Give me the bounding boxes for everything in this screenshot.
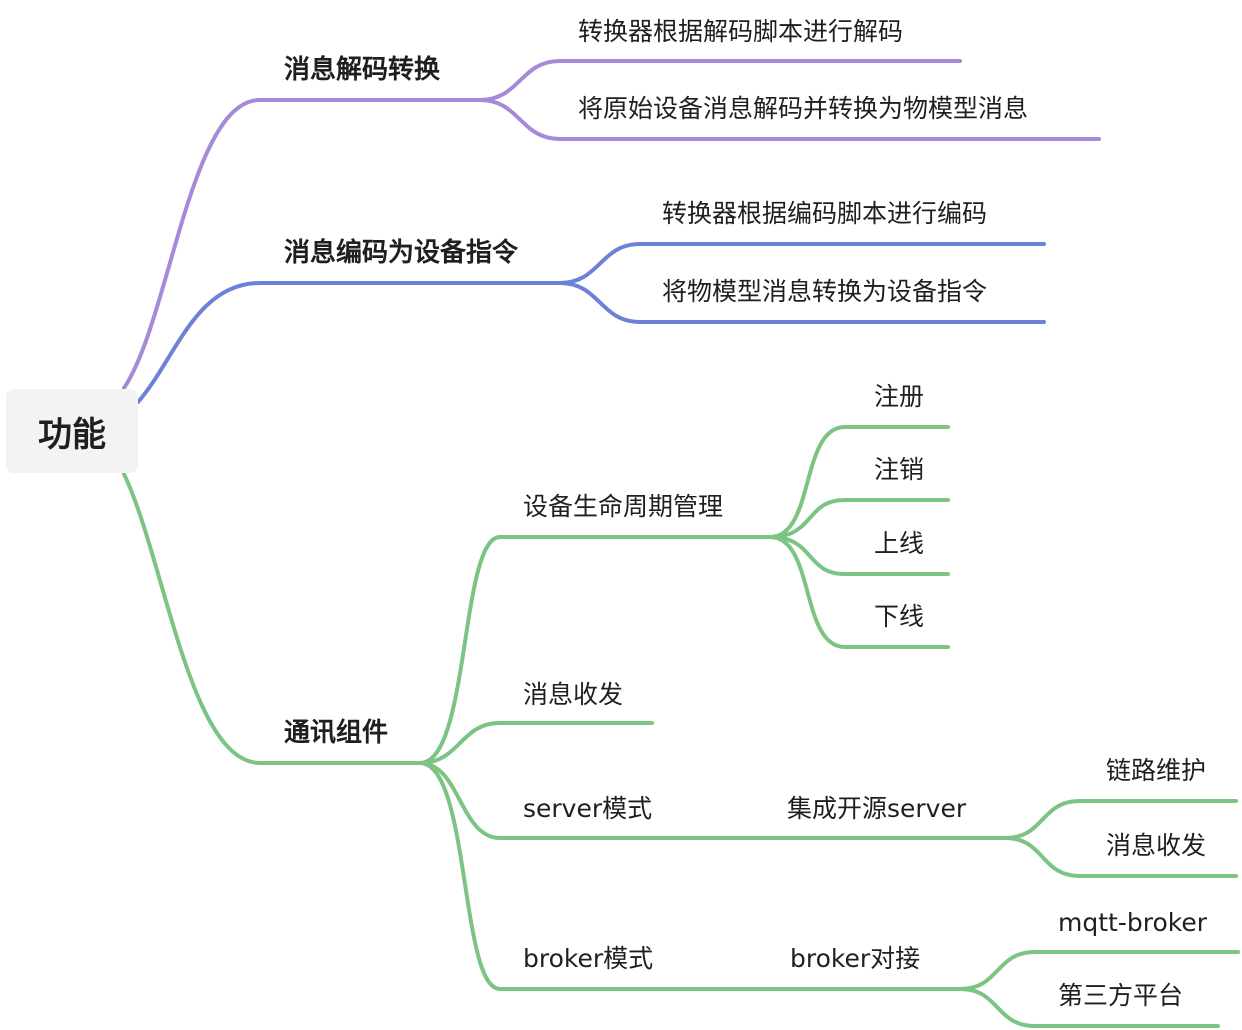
- subtopic-lifecycle-management[interactable]: 设备生命周期管理: [523, 492, 724, 521]
- link-lifecycle-4: [768, 535, 950, 649]
- link-root-encode: [136, 281, 262, 404]
- link-encode-child-1: [558, 242, 1046, 285]
- leaf-third-party-platform[interactable]: 第三方平台: [1058, 981, 1184, 1010]
- subtopic-broker-mode[interactable]: broker模式: [523, 944, 654, 973]
- link-comm-messaging: [418, 721, 654, 765]
- subtopic-server-mode[interactable]: server模式: [523, 794, 653, 823]
- link-broker-2: [958, 987, 1220, 1028]
- leaf-deregister[interactable]: 注销: [874, 455, 925, 484]
- leaf-online[interactable]: 上线: [874, 529, 925, 558]
- subtopic-model-to-command[interactable]: 将物模型消息转换为设备指令: [662, 277, 988, 306]
- subtopic-decode-by-script[interactable]: 转换器根据解码脚本进行解码: [578, 17, 904, 46]
- link-broker-1: [958, 950, 1240, 991]
- link-comm-server: [418, 761, 1007, 840]
- leaf-link-maintenance[interactable]: 链路维护: [1106, 756, 1207, 785]
- subtopic-decode-to-model[interactable]: 将原始设备消息解码并转换为物模型消息: [578, 94, 1029, 123]
- root-label: 功能: [38, 414, 106, 455]
- link-encode-child-2: [558, 281, 1046, 324]
- link-lifecycle-2: [768, 498, 950, 539]
- node-broker-docking[interactable]: broker对接: [790, 944, 921, 973]
- link-server-1: [1003, 799, 1238, 840]
- link-root-decode: [122, 98, 262, 390]
- node-integrate-open-source-server[interactable]: 集成开源server: [787, 794, 967, 823]
- link-decode-child-1: [478, 59, 962, 102]
- link-comm-broker: [418, 761, 962, 991]
- topic-communication-component[interactable]: 通讯组件: [284, 718, 389, 748]
- root-node[interactable]: 功能: [6, 389, 138, 473]
- link-decode-child-2: [478, 98, 1101, 141]
- subtopic-messaging[interactable]: 消息收发: [523, 680, 624, 709]
- link-lifecycle-3: [768, 535, 950, 576]
- topic-message-encode[interactable]: 消息编码为设备指令: [284, 238, 519, 268]
- topic-message-decode[interactable]: 消息解码转换: [284, 55, 441, 85]
- link-comm-lifecycle: [418, 535, 772, 765]
- leaf-offline[interactable]: 下线: [874, 602, 925, 631]
- link-root-comm: [122, 472, 262, 765]
- link-server-2: [1003, 836, 1238, 878]
- leaf-register[interactable]: 注册: [874, 382, 925, 411]
- leaf-mqtt-broker[interactable]: mqtt-broker: [1058, 908, 1207, 937]
- subtopic-encode-by-script[interactable]: 转换器根据编码脚本进行编码: [662, 199, 988, 228]
- link-lifecycle-1: [768, 425, 950, 539]
- leaf-server-messaging[interactable]: 消息收发: [1106, 831, 1207, 860]
